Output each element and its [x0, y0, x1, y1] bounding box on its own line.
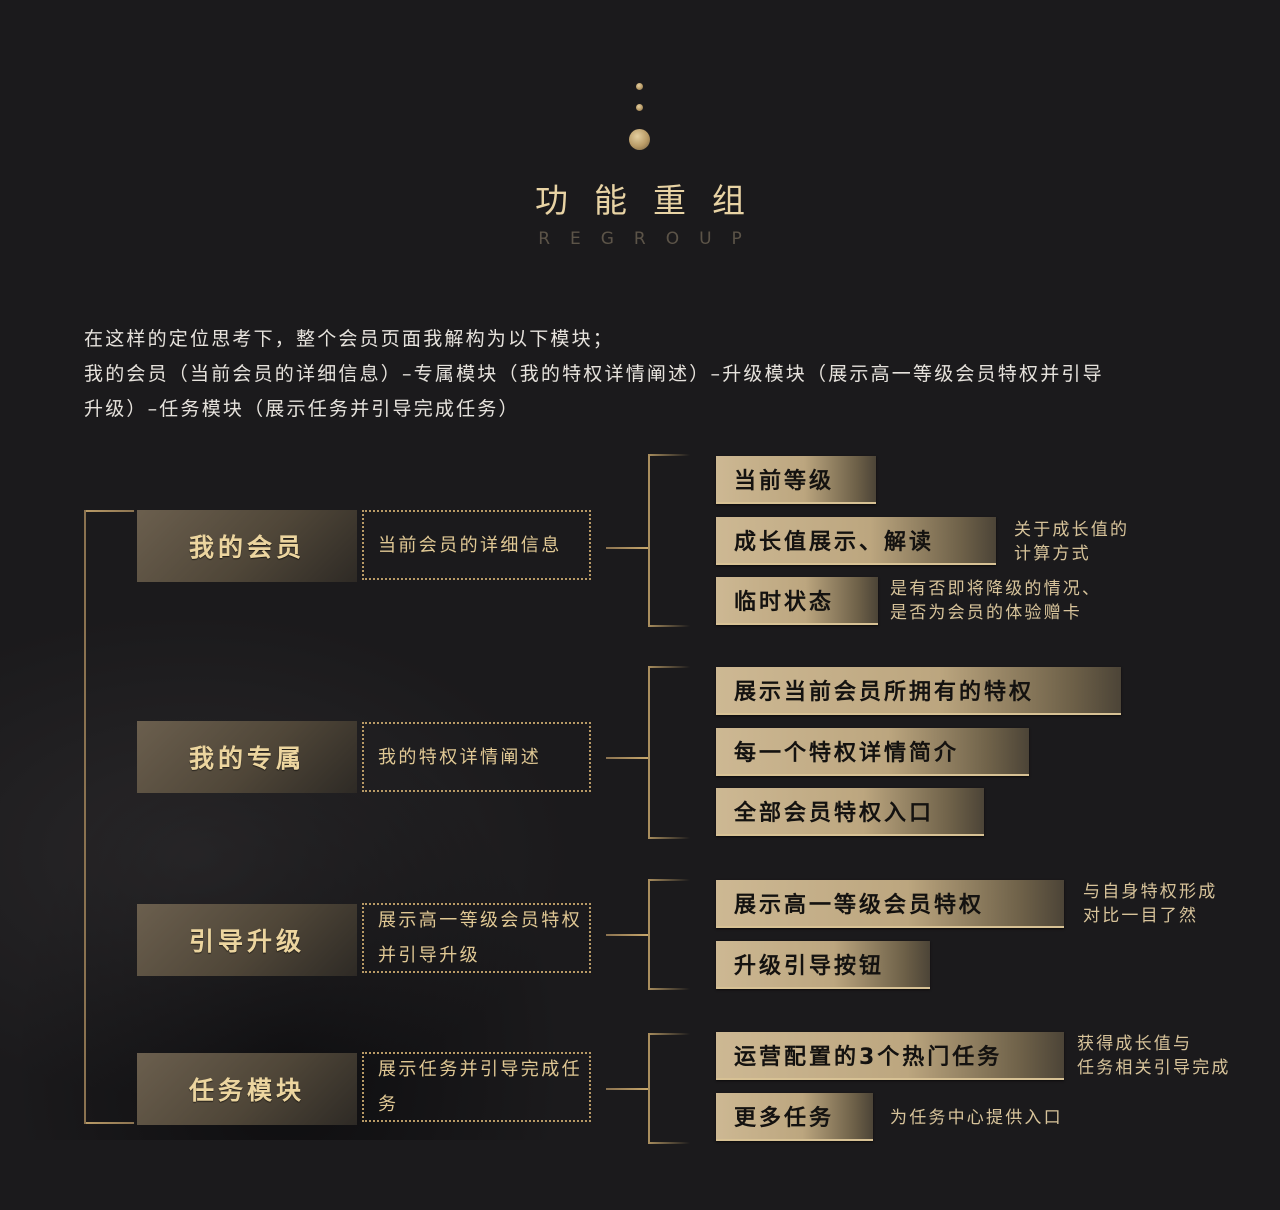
sub-bracket: [648, 454, 690, 627]
module-description-text: 展示高一等级会员特权并引导升级: [378, 910, 582, 966]
decor-dot-small-2: [636, 104, 643, 111]
decor-dot-small-1: [636, 83, 643, 90]
feature-item-all-privileges-entry: 全部会员特权入口: [716, 788, 984, 836]
module-my-exclusive: 我的专属: [137, 721, 357, 793]
module-description: 当前会员的详细信息: [362, 510, 591, 580]
feature-item-more-tasks: 更多任务: [716, 1093, 873, 1141]
sub-bracket: [648, 879, 690, 990]
module-description: 我的特权详情阐述: [362, 722, 591, 792]
sub-bracket: [648, 1033, 690, 1144]
feature-item-current-privileges: 展示当前会员所拥有的特权: [716, 667, 1121, 715]
module-description-text: 展示任务并引导完成任务: [378, 1059, 582, 1115]
note-line: 对比一目了然: [1083, 906, 1199, 926]
intro-line: 我的会员（当前会员的详细信息）–专属模块（我的特权详情阐述）–升级模块（展示高一…: [84, 363, 1104, 385]
note-line: 是有否即将降级的情况、: [890, 579, 1102, 599]
feature-item-growth-value: 成长值展示、解读: [716, 517, 996, 565]
feature-note: 获得成长值与 任务相关引导完成: [1077, 1032, 1231, 1080]
note-line: 关于成长值的: [1014, 520, 1130, 540]
feature-item-upgrade-button: 升级引导按钮: [716, 941, 930, 989]
feature-note: 与自身特权形成 对比一目了然: [1083, 880, 1217, 928]
intro-line: 在这样的定位思考下，整个会员页面我解构为以下模块；: [84, 328, 615, 350]
intro-paragraph: 在这样的定位思考下，整个会员页面我解构为以下模块； 我的会员（当前会员的详细信息…: [84, 322, 1214, 427]
connector-line: [606, 757, 649, 759]
note-line: 计算方式: [1014, 544, 1091, 564]
feature-item-temp-status: 临时状态: [716, 577, 878, 625]
page-subtitle: REGROUP: [538, 229, 762, 249]
feature-item-privilege-detail: 每一个特权详情简介: [716, 728, 1029, 776]
feature-item-current-level: 当前等级: [716, 456, 876, 504]
feature-note: 为任务中心提供入口: [890, 1108, 1063, 1128]
connector-line: [606, 934, 649, 936]
feature-item-higher-level-privileges: 展示高一等级会员特权: [716, 880, 1064, 928]
feature-note: 是有否即将降级的情况、 是否为会员的体验赠卡: [890, 577, 1101, 625]
module-my-membership: 我的会员: [137, 510, 357, 582]
connector-line: [606, 1088, 649, 1090]
feature-item-hot-tasks: 运营配置的3个热门任务: [716, 1032, 1064, 1080]
module-description: 展示高一等级会员特权并引导升级: [362, 903, 591, 973]
module-tasks: 任务模块: [137, 1053, 357, 1125]
note-line: 任务相关引导完成: [1077, 1058, 1231, 1078]
connector-line: [606, 547, 649, 549]
decor-dot-large: [629, 129, 650, 150]
feature-note: 关于成长值的 计算方式: [1014, 518, 1129, 566]
module-upgrade-guide: 引导升级: [137, 904, 357, 976]
sub-bracket: [648, 666, 690, 839]
intro-line: 升级）–任务模块（展示任务并引导完成任务）: [84, 398, 520, 420]
note-line: 是否为会员的体验赠卡: [890, 603, 1082, 623]
module-description-text: 当前会员的详细信息: [378, 534, 562, 556]
note-line: 与自身特权形成: [1083, 882, 1218, 902]
module-description: 展示任务并引导完成任务: [362, 1052, 591, 1122]
page-title: 功能重组: [535, 181, 771, 220]
module-description-text: 我的特权详情阐述: [378, 746, 542, 768]
main-bracket: [84, 510, 136, 1124]
note-line: 获得成长值与: [1077, 1034, 1193, 1054]
